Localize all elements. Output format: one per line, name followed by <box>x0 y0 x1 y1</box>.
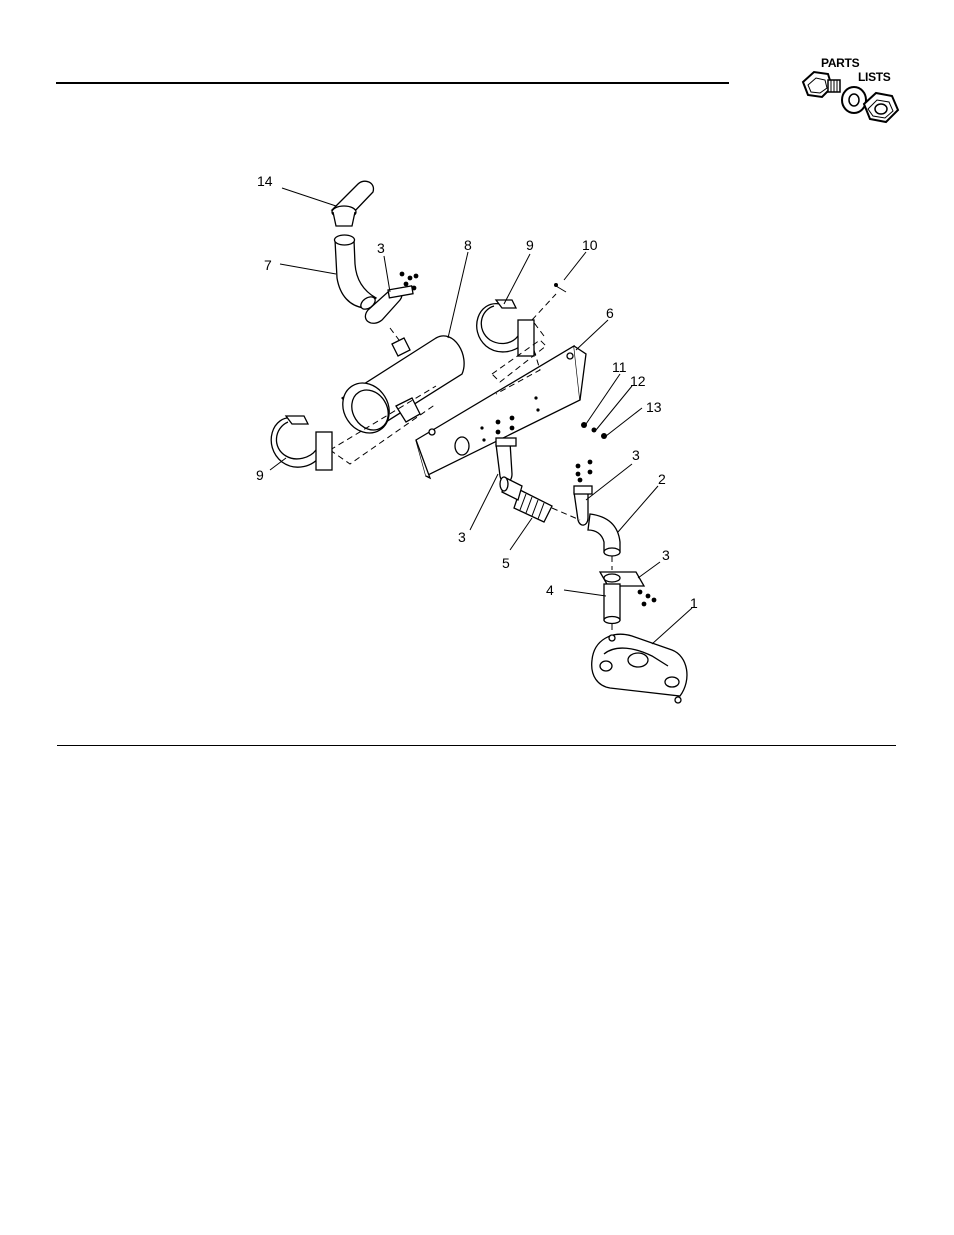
part-10-bolt <box>554 283 566 292</box>
part-1-exhaust-manifold <box>592 634 687 703</box>
callout-13: 13 <box>646 399 662 415</box>
badge-line-lists: LISTS <box>858 71 891 83</box>
part-14-rain-cap <box>332 181 373 226</box>
part-3-clamp-right <box>552 460 592 525</box>
badge-line-parts: PARTS <box>821 57 859 69</box>
callout-9-lower: 9 <box>256 467 264 483</box>
callout-5: 5 <box>502 555 510 571</box>
parts-lists-badge: PARTS LISTS <box>798 52 904 134</box>
callout-6: 6 <box>606 305 614 321</box>
callout-10: 10 <box>582 237 598 253</box>
callout-8: 8 <box>464 237 472 253</box>
callout-2: 2 <box>658 471 666 487</box>
callout-1: 1 <box>690 595 698 611</box>
callout-9: 9 <box>526 237 534 253</box>
exhaust-system-exploded-diagram: 14 7 3 8 9 10 6 11 12 13 9 3 5 3 2 3 4 1 <box>240 160 720 720</box>
callout-11: 11 <box>612 359 627 375</box>
part-3-clamp-upper <box>365 272 418 344</box>
part-5-flex-bellows <box>500 477 552 522</box>
callout-3: 3 <box>377 240 385 256</box>
callout-12: 12 <box>630 373 646 389</box>
part-2-elbow <box>588 514 620 570</box>
callout-14: 14 <box>257 173 273 189</box>
part-4-pipe <box>604 584 620 634</box>
part-7-elbow-tube <box>335 235 378 312</box>
callout-3-lower: 3 <box>662 547 670 563</box>
parts-11-13-hardware <box>581 422 607 439</box>
figure-divider <box>57 745 896 746</box>
part-9-band-clamp-upper <box>477 300 534 356</box>
callout-7: 7 <box>264 257 272 273</box>
callout-4: 4 <box>546 582 554 598</box>
callout-3-middle: 3 <box>458 529 466 545</box>
header-rule <box>56 82 729 84</box>
callout-3-right: 3 <box>632 447 640 463</box>
